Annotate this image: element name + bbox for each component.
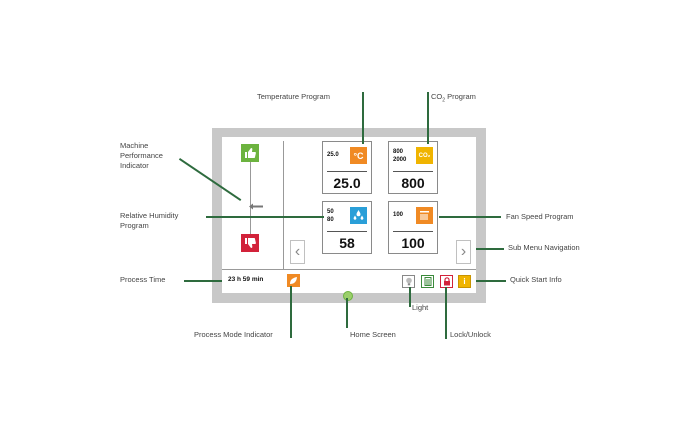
lock-connector (445, 287, 447, 339)
temperature-setpoint: 25.0 (327, 152, 339, 158)
humidity-setpoint-top: 50 (327, 209, 334, 215)
temperature-program-tile[interactable]: 25.0 °C 25.0 (322, 141, 372, 194)
lock-icon[interactable] (440, 275, 453, 288)
performance-pointer-icon (249, 197, 263, 210)
humidity-program-tile[interactable]: 50 80 58 (322, 201, 372, 254)
tile-separator (327, 171, 367, 172)
process-time-connector (184, 280, 222, 282)
chevron-left-icon[interactable]: ‹ (290, 240, 305, 264)
chevron-right-icon[interactable]: › (456, 240, 471, 264)
tile-separator (393, 171, 433, 172)
quick-start-connector (476, 280, 506, 282)
thumbs-up-icon (241, 144, 259, 162)
process-time-callout: Process Time (120, 275, 166, 284)
battery-icon[interactable] (421, 275, 434, 288)
co2-setpoint-top: 800 (393, 149, 404, 155)
left-panel-divider (283, 141, 284, 269)
sub-menu-navigation-callout: Sub Menu Navigation (508, 243, 580, 252)
co2-setpoint-bottom: 2000 (393, 157, 407, 163)
thumbs-down-icon (241, 234, 259, 252)
fan-setpoint: 100 (393, 212, 404, 218)
info-icon[interactable]: i (458, 275, 471, 288)
droplets-icon (350, 207, 367, 224)
home-screen-callout: Home Screen (350, 330, 396, 339)
tile-separator (393, 231, 433, 232)
process-mode-connector (290, 286, 292, 338)
light-connector (409, 287, 411, 307)
submenu-connector (476, 248, 504, 250)
light-callout: Light (412, 303, 429, 312)
home-connector (346, 298, 348, 328)
temperature-value: 25.0 (333, 175, 361, 191)
machine-performance-callout: Machine Performance Indicator (120, 141, 163, 170)
lightbulb-icon[interactable] (402, 275, 415, 288)
humidity-value: 58 (339, 235, 355, 251)
process-mode-callout: Process Mode Indicator (194, 330, 273, 339)
thermometer-icon: °C (350, 147, 367, 164)
performance-scale (250, 162, 251, 234)
fan-connector (439, 216, 501, 218)
status-bar-divider (222, 269, 476, 270)
lock-unlock-callout: Lock/Unlock (450, 330, 491, 339)
co2-program-tile[interactable]: 800 2000 CO₂ 800 (388, 141, 438, 194)
quick-start-callout: Quick Start Info (510, 275, 562, 284)
tile-separator (327, 231, 367, 232)
co2-connector (427, 92, 429, 144)
co2-value: 800 (401, 175, 425, 191)
humidity-setpoint-bottom: 80 (327, 217, 334, 223)
home-icon[interactable] (343, 291, 353, 301)
co2-program-callout: CO2 Program (431, 92, 476, 104)
relative-humidity-callout: Relative Humidity Program (120, 211, 179, 230)
device-screen: 25.0 °C 25.0 800 2000 CO₂ 800 50 80 58 1… (222, 137, 476, 293)
humidity-connector (206, 216, 324, 218)
fan-speed-program-tile[interactable]: 100 100 (388, 201, 438, 254)
fan-speed-callout: Fan Speed Program (506, 212, 574, 221)
fan-icon (416, 207, 433, 224)
temperature-program-callout: Temperature Program (257, 92, 330, 101)
process-time: 23 h 59 min (228, 276, 264, 283)
fan-value: 100 (401, 235, 425, 251)
leaf-icon (287, 274, 300, 287)
co2-icon: CO₂ (416, 147, 433, 164)
temperature-connector (362, 92, 364, 144)
